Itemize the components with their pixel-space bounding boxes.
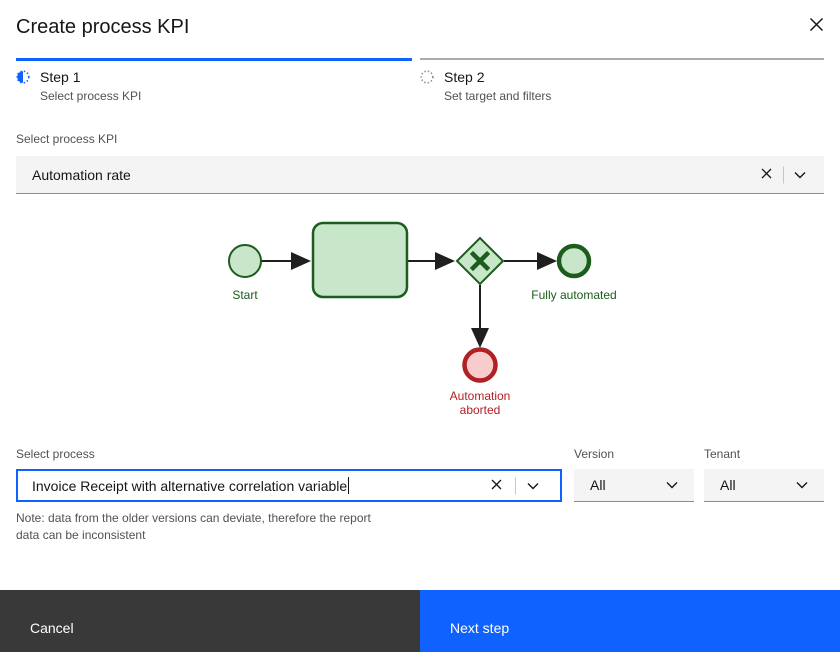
- start-event-label: Start: [232, 288, 258, 302]
- end-event-aborted-label: Automation aborted: [449, 389, 511, 417]
- step-2-description: Set target and filters: [444, 89, 552, 103]
- version-select-label: Version: [574, 447, 615, 461]
- clear-x-icon: [491, 479, 502, 489]
- version-chevron-button[interactable]: [666, 476, 678, 494]
- task-shape: [311, 221, 409, 299]
- close-button[interactable]: [796, 4, 836, 44]
- kpi-select-value: Automation rate: [32, 166, 131, 183]
- chevron-down-icon: [527, 482, 539, 489]
- tenant-select-value: All: [720, 477, 736, 493]
- end-event-success-label: Fully automated: [531, 288, 617, 302]
- process-chevron-button[interactable]: [527, 477, 539, 495]
- process-clear-button[interactable]: [491, 477, 502, 495]
- progress-line-upcoming: [420, 58, 824, 60]
- progress-step-1[interactable]: Step 1 Select process KPI: [16, 58, 412, 108]
- version-select-value: All: [590, 477, 606, 493]
- kpi-chevron-button[interactable]: [794, 166, 806, 184]
- gateway-x-icon: [469, 250, 491, 272]
- step-incomplete-icon: [420, 70, 434, 84]
- progress-step-2[interactable]: Step 2 Set target and filters: [420, 58, 824, 108]
- cancel-button[interactable]: Cancel: [0, 590, 420, 652]
- text-caret: [348, 477, 350, 494]
- tenant-select-label: Tenant: [704, 447, 741, 461]
- end-event-success-shape: [556, 243, 592, 279]
- chevron-down-icon: [794, 171, 806, 178]
- process-combobox-input[interactable]: Invoice Receipt with alternative correla…: [16, 469, 562, 502]
- field-divider: [783, 166, 784, 183]
- step-1-label: Step 1: [40, 69, 81, 85]
- note-text-line-1: Note: data from the older versions can d…: [16, 511, 371, 525]
- kpi-select-field[interactable]: Automation rate: [16, 156, 824, 194]
- clear-selection-button[interactable]: [761, 166, 772, 184]
- step-1-description: Select process KPI: [40, 89, 142, 103]
- process-combobox-value: Invoice Receipt with alternative correla…: [32, 477, 348, 494]
- step-2-label: Step 2: [444, 69, 485, 85]
- kpi-select-label: Select process KPI: [16, 132, 118, 146]
- next-step-button[interactable]: Next step: [420, 590, 840, 652]
- process-select-label: Select process: [16, 447, 95, 461]
- version-select-field[interactable]: All: [574, 469, 694, 502]
- step-current-icon: [16, 70, 30, 84]
- field-divider: [515, 477, 516, 494]
- end-event-aborted-shape: [462, 347, 498, 383]
- start-event-shape: [228, 244, 262, 278]
- bpmn-diagram: [228, 221, 592, 383]
- note-text-line-2: data can be inconsistent: [16, 528, 146, 542]
- progress-line-current: [16, 58, 412, 61]
- tenant-chevron-button[interactable]: [796, 476, 808, 494]
- chevron-down-icon: [666, 482, 678, 489]
- modal-title: Create process KPI: [16, 16, 190, 38]
- clear-x-icon: [761, 168, 772, 178]
- chevron-down-icon: [796, 482, 808, 489]
- tenant-select-field[interactable]: All: [704, 469, 824, 502]
- close-icon: [809, 17, 823, 31]
